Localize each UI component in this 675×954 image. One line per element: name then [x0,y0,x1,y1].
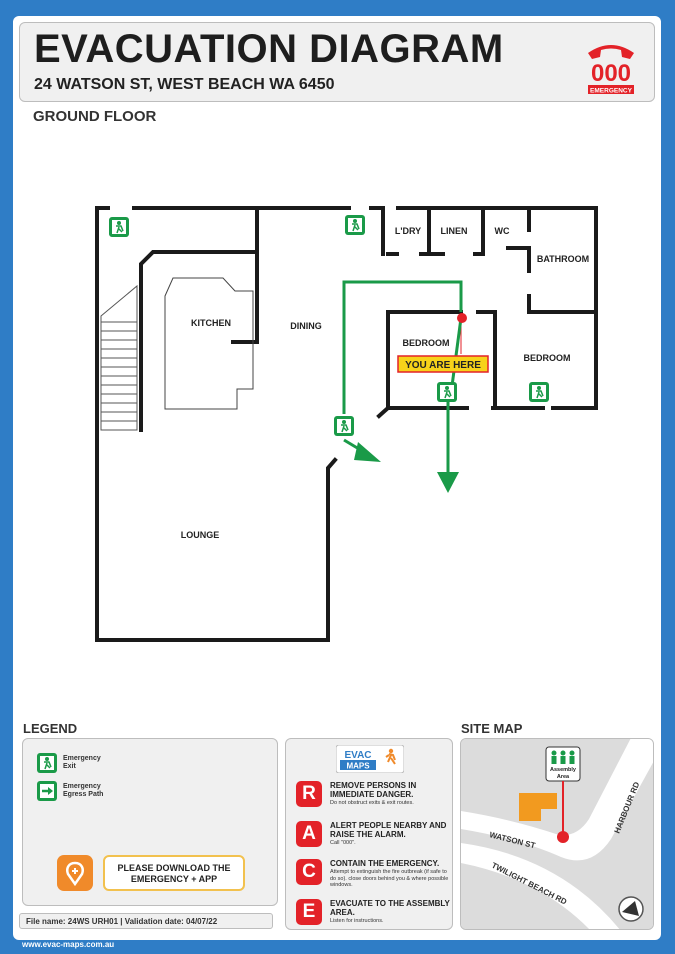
evac-maps-logo-mark: EVAC MAPS [335,744,405,774]
room-bedroom-2: BEDROOM [524,353,571,363]
exit-sign-icon [109,217,129,237]
room-kitchen: KITCHEN [191,318,231,328]
kitchen-counter [164,277,254,410]
race-letter-e: E [296,899,322,925]
you-are-here-dot [457,313,467,323]
egress-path [342,280,463,493]
room-lounge: LOUNGE [181,530,220,540]
you-are-here-label: YOU ARE HERE [405,360,481,371]
road-watson-harbour [461,739,653,861]
north-arrow-pointer [622,901,639,916]
exit-sign-icon [529,382,549,402]
race-head-remove: REMOVE PERSONS IN IMMEDIATE DANGER. [330,781,417,799]
file-info: File name: 24WS URH01 | Validation date:… [19,913,273,929]
assembly-label-1: Assembly [550,767,577,773]
evac-maps-logo: EVAC MAPS [335,744,405,774]
exit-sign-icon [37,753,57,773]
download-line-1: PLEASE DOWNLOAD THE [117,863,231,873]
you-are-here-box [397,355,489,373]
exit-sign-icon [345,215,365,235]
title-box: EVACUATION DIAGRAM 24 WATSON ST, WEST BE… [19,22,655,102]
race-head-evacuate: EVACUATE TO THE ASSEMBLY AREA. [330,899,450,917]
room-linen: LINEN [441,226,468,236]
legend-exit-label: Emergency Exit [63,755,101,770]
egress-arrow-icon [37,781,57,801]
race-sub-contain: Attempt to extinguish the fire outbreak … [330,869,449,888]
emergency-000-badge: 000 EMERGENCY [584,37,638,95]
legend-egress: Emergency Egress Path [37,781,113,801]
race-sub-evacuate: Listen for instructions. [330,918,384,924]
footer-url[interactable]: www.evac-maps.com.au [22,940,115,949]
download-line-2: EMERGENCY + APP [130,874,218,884]
walls [95,206,598,642]
race-sub-alert: Call "000". [330,840,356,846]
page-title: EVACUATION DIAGRAM [34,27,504,71]
staircase [100,284,138,431]
road-twilight-beach [461,843,620,929]
emergency-app-icon[interactable] [57,855,93,891]
assembly-people-icon [551,750,575,764]
race-letter-a: A [296,821,322,847]
race-head-contain: CONTAIN THE EMERGENCY. [330,859,440,868]
logo-line-2: MAPS [346,762,370,771]
race-panel: EVAC MAPS R REMOVE PERSONS IN IMMEDIATE … [285,738,453,930]
emergency-label: EMERGENCY [590,88,633,95]
site-map: HARBOUR RD WATSON ST TWILIGHT BEACH RD A… [461,739,653,929]
egress-arrow-southeast [354,442,381,462]
egress-arrow-south [437,472,459,493]
download-app-callout[interactable]: PLEASE DOWNLOAD THE EMERGENCY + APP [103,855,245,891]
floor-plan: KITCHEN DINING L'DRY LINEN WC BATHROOM B… [95,206,598,642]
site-map-panel: HARBOUR RD WATSON ST TWILIGHT BEACH RD A… [460,738,654,930]
race-letter-r: R [296,781,322,807]
floor-name: GROUND FLOOR [33,108,157,125]
evacuation-sheet: EVACUATION DIAGRAM 24 WATSON ST, WEST BE… [13,16,661,940]
legend-panel: Emergency Exit Emergency Egress Path PLE… [22,738,278,906]
room-bedroom-1: BEDROOM [403,338,450,348]
site-map-title: SITE MAP [461,721,523,736]
room-wc: WC [495,226,510,236]
room-laundry: L'DRY [395,226,421,236]
assembly-point-dot [557,831,569,843]
room-dining: DINING [290,321,322,331]
logo-line-1: EVAC [344,750,371,761]
legend-title: LEGEND [23,721,78,736]
race-head-alert: ALERT PEOPLE NEARBY AND RAISE THE ALARM. [330,821,447,839]
phone-icon: 000 EMERGENCY [588,45,634,95]
legend-exit: Emergency Exit [37,753,113,773]
room-bathroom: BATHROOM [537,254,589,264]
race-letter-c: C [296,859,322,885]
exit-sign-icon [437,382,457,402]
emergency-number: 000 [591,60,631,87]
map-pin-icon [66,861,84,887]
assembly-label-2: Area [557,774,570,780]
exit-sign-icon [334,416,354,436]
egress-path-segment [450,317,463,387]
address: 24 WATSON ST, WEST BEACH WA 6450 [34,76,335,93]
building-footprint [519,793,557,821]
race-sub-remove: Do not obstruct exits & exit routes. [330,800,414,806]
legend-egress-label: Emergency Egress Path [63,783,104,798]
